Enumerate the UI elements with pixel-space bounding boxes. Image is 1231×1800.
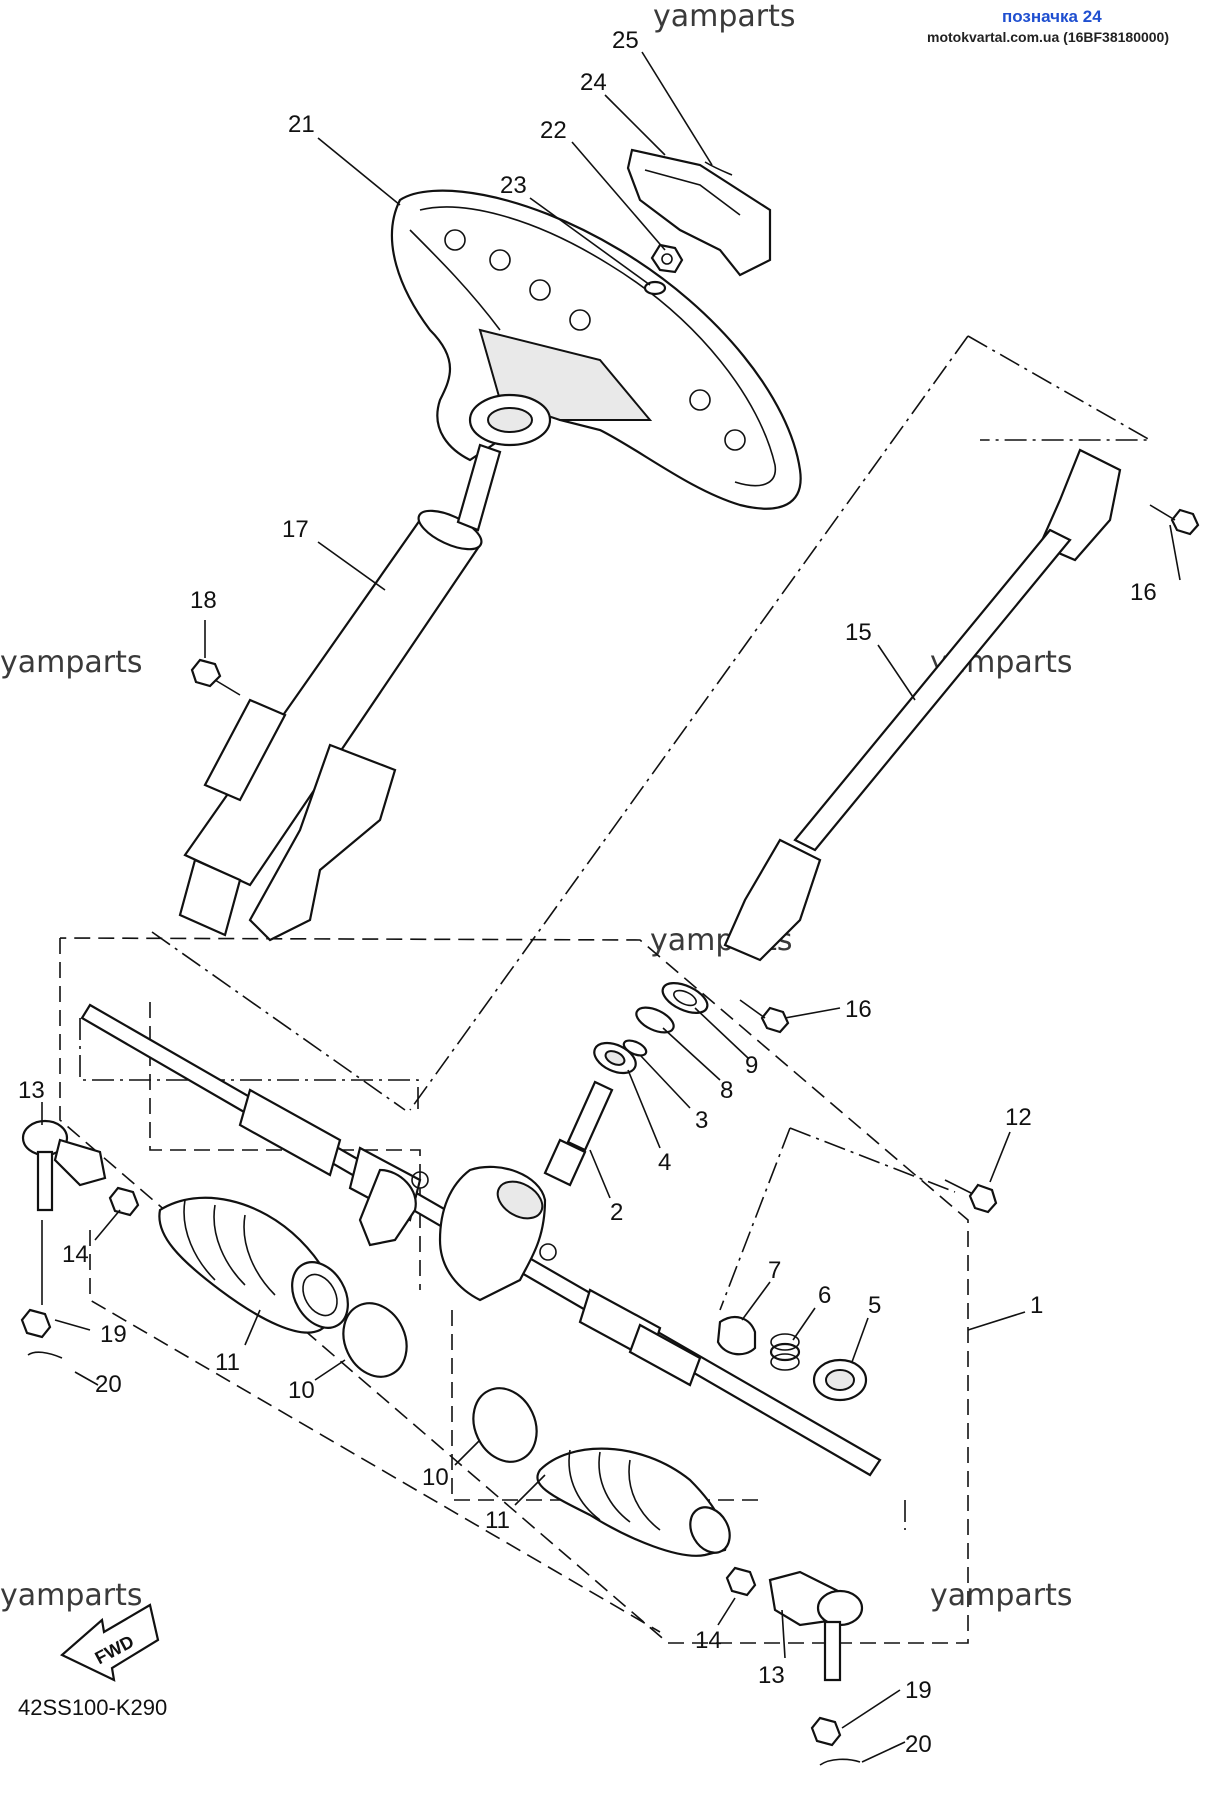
boot-11-right bbox=[536, 1447, 731, 1557]
callout-23: 23 bbox=[500, 172, 527, 199]
callout-7: 7 bbox=[768, 1257, 781, 1284]
callout-19-left: 19 bbox=[100, 1321, 127, 1348]
callout-4: 4 bbox=[658, 1149, 671, 1176]
nut-22 bbox=[650, 243, 684, 274]
tie-rod-end-13-right bbox=[768, 1570, 864, 1682]
bolt-16-mid bbox=[739, 999, 790, 1034]
steering-rack bbox=[80, 1003, 882, 1477]
callout-25: 25 bbox=[612, 27, 639, 54]
callout-12: 12 bbox=[1005, 1104, 1032, 1131]
pinion-gear-2 bbox=[543, 1080, 614, 1187]
diagram-code: 42SS100-K290 bbox=[18, 1695, 167, 1720]
callout-22: 22 bbox=[540, 117, 567, 144]
nut-19-left bbox=[20, 1308, 52, 1339]
horn-cap bbox=[626, 148, 772, 277]
header-label: позначка 24 bbox=[1002, 7, 1102, 26]
seal-9 bbox=[661, 982, 709, 1014]
watermark-top: yamparts bbox=[653, 0, 796, 34]
spring-6 bbox=[769, 1333, 801, 1371]
watermark-left-bottom: yamparts bbox=[0, 1578, 143, 1613]
header-source: motokvartal.com.ua (16BF38180000) bbox=[927, 29, 1169, 45]
callout-8: 8 bbox=[720, 1077, 733, 1104]
callout-17: 17 bbox=[282, 516, 309, 543]
callout-5: 5 bbox=[868, 1292, 881, 1319]
watermark-left-mid: yamparts bbox=[0, 645, 143, 680]
callout-13-right: 13 bbox=[758, 1662, 785, 1689]
pin-20-left bbox=[27, 1351, 63, 1359]
nut-14-left bbox=[108, 1186, 140, 1217]
adjusting-bolt-5 bbox=[812, 1358, 868, 1402]
leader-lines bbox=[41, 51, 1181, 1763]
watermark-right-bottom: yamparts bbox=[930, 1578, 1073, 1613]
fwd-arrow-icon: FWD bbox=[60, 1603, 160, 1682]
callout-11-right: 11 bbox=[485, 1507, 510, 1534]
callout-6: 6 bbox=[818, 1282, 831, 1309]
callout-3: 3 bbox=[695, 1107, 708, 1134]
callouts: 25 24 22 21 23 17 16 18 15 16 9 8 3 4 2 … bbox=[18, 27, 1157, 1758]
callout-10-right: 10 bbox=[422, 1464, 449, 1491]
callout-13-left: 13 bbox=[18, 1077, 45, 1104]
steering-wheel bbox=[390, 189, 802, 510]
bolt-16-top bbox=[1149, 504, 1200, 536]
callout-20-right: 20 bbox=[905, 1731, 932, 1758]
boot-11-left bbox=[158, 1196, 349, 1334]
assembly-outline-1 bbox=[59, 335, 1154, 1644]
intermediate-shaft bbox=[723, 448, 1122, 962]
circlip-8 bbox=[635, 1006, 675, 1034]
tie-rod-end-13-left bbox=[21, 1119, 107, 1212]
band-10-left bbox=[342, 1302, 408, 1378]
callout-9: 9 bbox=[745, 1052, 758, 1079]
steering-column bbox=[178, 443, 502, 942]
callout-2: 2 bbox=[610, 1199, 623, 1226]
callout-18: 18 bbox=[190, 587, 217, 614]
bolt-18 bbox=[190, 658, 241, 696]
band-10-right bbox=[472, 1387, 538, 1463]
callout-1: 1 bbox=[1030, 1292, 1043, 1319]
callout-24: 24 bbox=[580, 69, 607, 96]
callout-11-left: 11 bbox=[215, 1349, 240, 1376]
callout-10-left: 10 bbox=[288, 1377, 315, 1404]
callout-16-mid: 16 bbox=[845, 996, 872, 1023]
bolt-12 bbox=[944, 1179, 998, 1214]
pin-20-right bbox=[819, 1758, 861, 1766]
callout-15: 15 bbox=[845, 619, 872, 646]
callout-19-right: 19 bbox=[905, 1677, 932, 1704]
cotter-pin-25 bbox=[704, 161, 733, 176]
callout-21: 21 bbox=[288, 111, 315, 138]
callout-14-left: 14 bbox=[62, 1241, 89, 1268]
callout-16-top: 16 bbox=[1130, 579, 1157, 606]
bearing-4 bbox=[593, 1041, 637, 1075]
rack-guide-7 bbox=[716, 1315, 757, 1356]
nut-19-right bbox=[810, 1716, 842, 1747]
callout-20-left: 20 bbox=[95, 1371, 122, 1398]
nut-14-right bbox=[725, 1566, 757, 1597]
callout-14-right: 14 bbox=[695, 1627, 722, 1654]
